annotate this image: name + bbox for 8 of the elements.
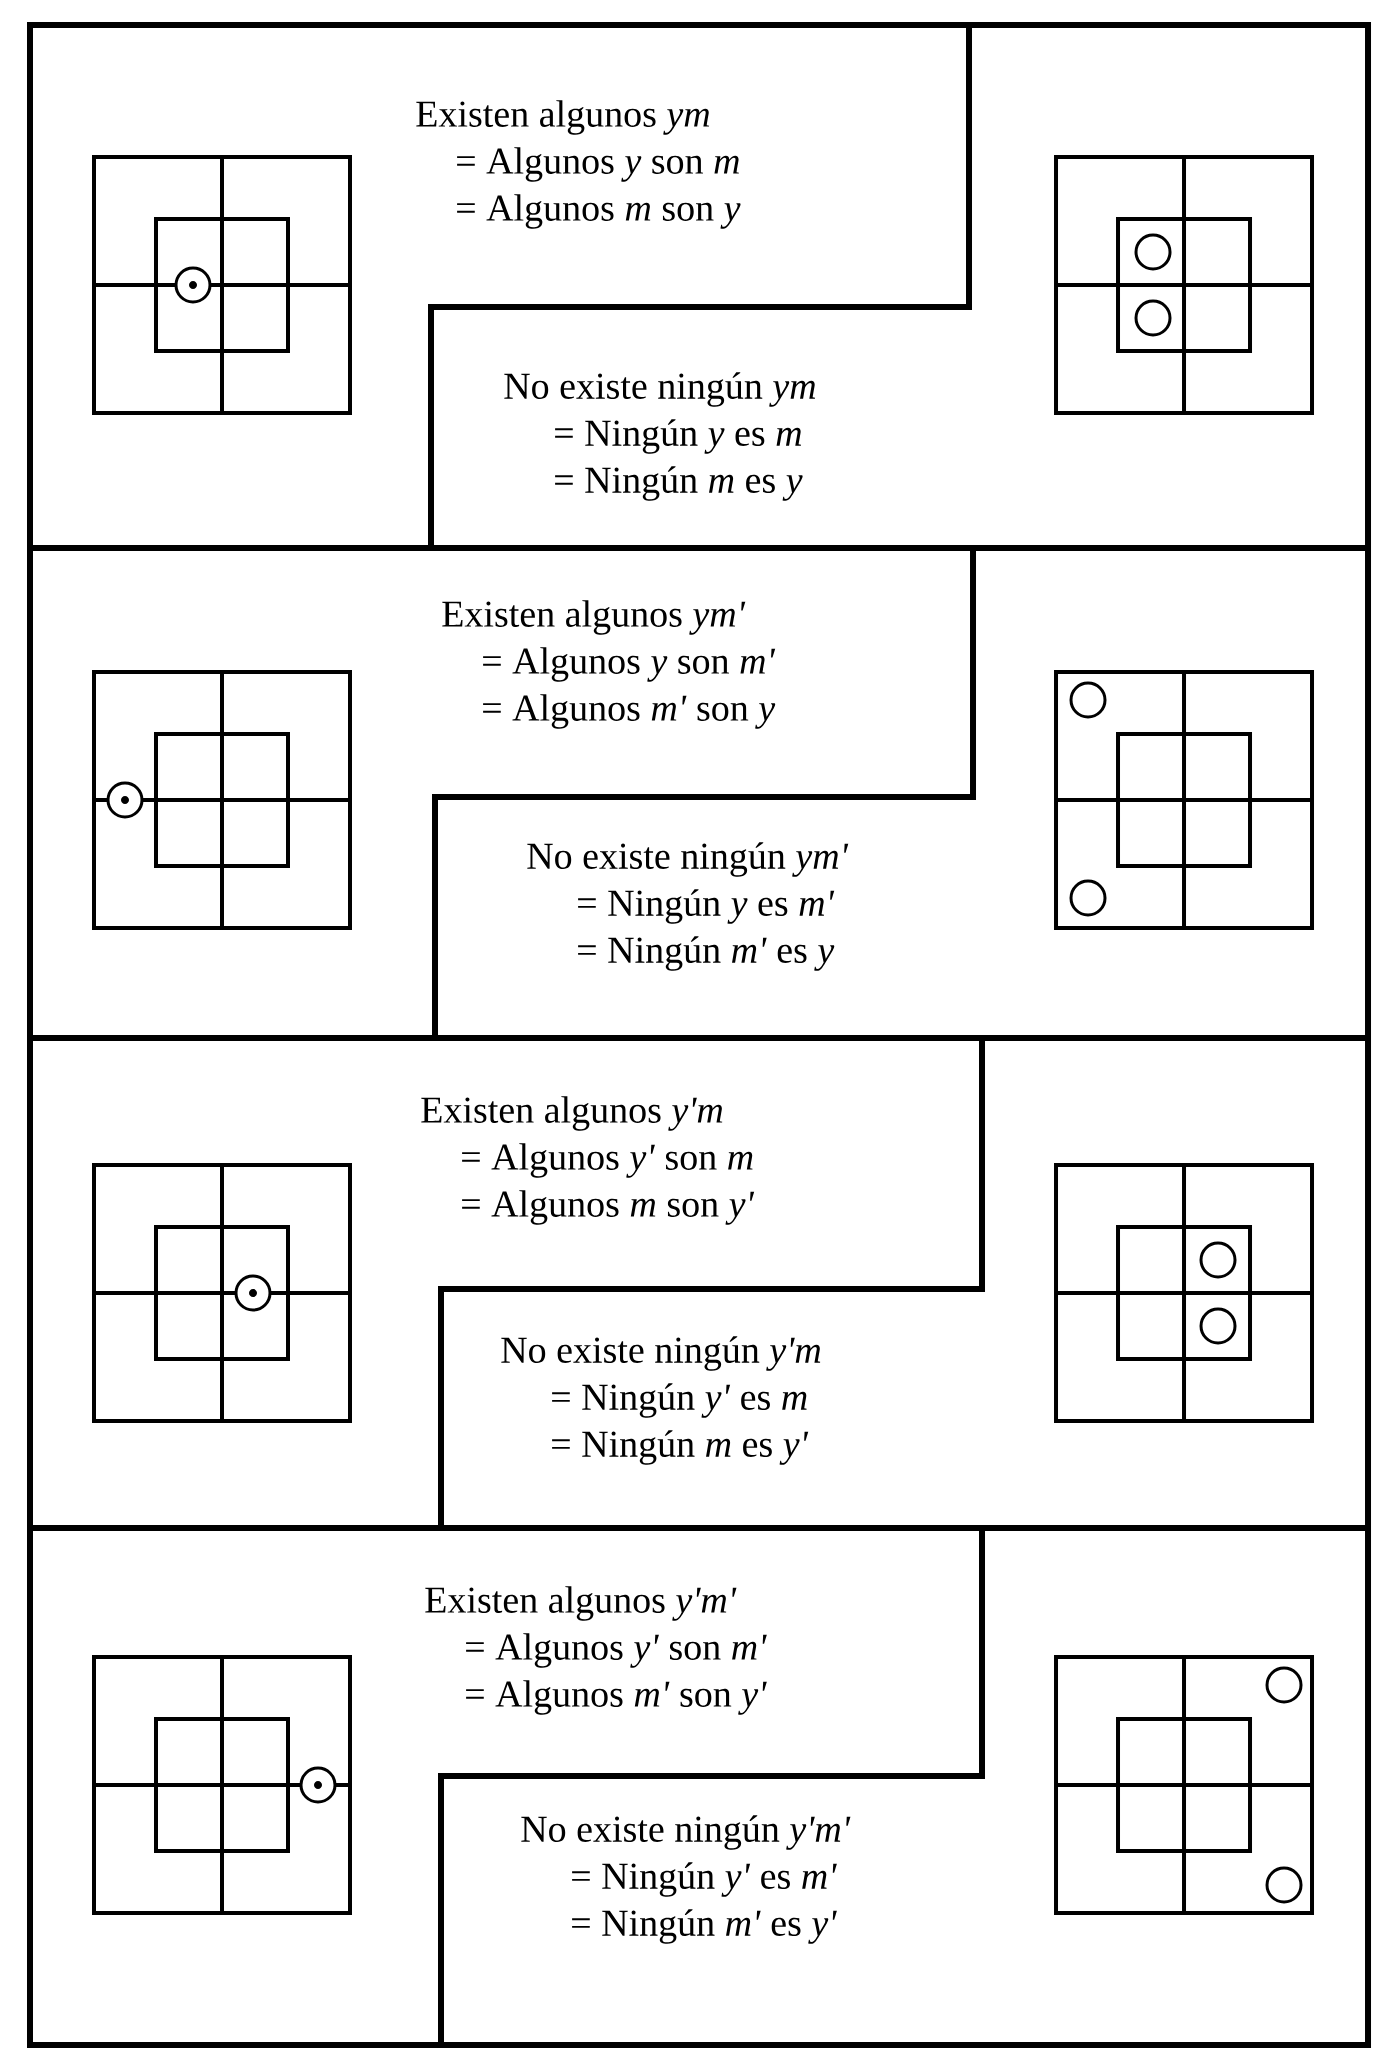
statement-text: No existe ningún ym = Ningún y es m = Ningún m es y xyxy=(504,372,816,501)
statement-text: Existen algunos y'm = Algunos y' son m = Algunos m son y' xyxy=(421,1096,755,1225)
statement-text: No existe ningún y'm = Ningún y' es m = Ningún m es y' xyxy=(501,1336,821,1465)
statement-text: Existen algunos y'm' = Algunos y' son m' = Algunos m' son y' xyxy=(425,1586,767,1715)
statement-text: No existe ningún y'm' = Ningún y' es m' = Ningún m' es y' xyxy=(521,1815,851,1944)
statement-text: Existen algunos ym' = Algunos y son m' = Algunos m' son y xyxy=(442,600,776,729)
statement-text: Existen algunos ym = Algunos y son m = Algunos m son y xyxy=(416,100,741,229)
statement-text: No existe ningún ym' = Ningún y es m' = Ningún m' es y xyxy=(527,842,849,971)
